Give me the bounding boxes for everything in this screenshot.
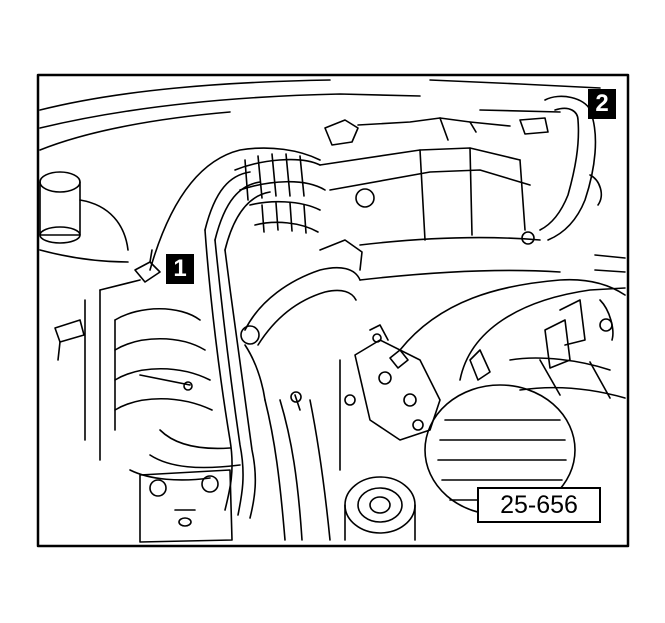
hood-edge	[39, 79, 601, 151]
throttle-body	[84, 289, 213, 461]
fuel-distributor	[139, 469, 233, 543]
coolant-hose	[240, 239, 363, 401]
callout-label-2: 2	[588, 89, 616, 119]
lower-pipes	[264, 391, 331, 541]
strut-tower	[39, 171, 129, 263]
exhaust-pipes	[509, 357, 626, 399]
alternator-bracket	[339, 324, 441, 471]
alternator	[344, 384, 576, 541]
figure-reference-number: 25-656	[477, 487, 601, 523]
figure-frame	[36, 73, 630, 548]
fuel-injector-lines	[129, 147, 321, 519]
valve-callout-1	[99, 249, 161, 291]
intake-manifold	[319, 147, 561, 281]
hose-callout-2	[539, 95, 602, 241]
intake-corrugated-hose	[234, 153, 326, 234]
top-sensor	[324, 117, 549, 146]
callout-label-1: 1	[166, 254, 194, 284]
left-connector	[54, 319, 85, 361]
